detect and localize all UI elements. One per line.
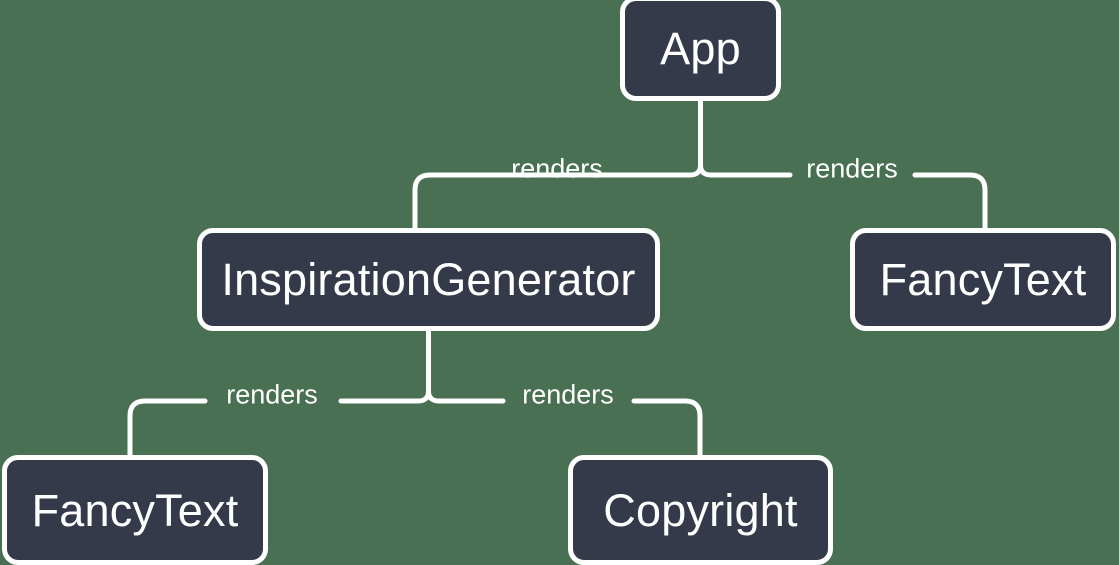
node-app[interactable]: App	[620, 0, 781, 101]
edge-label-app-to-inspiration-generator: renders	[511, 153, 603, 184]
edge-ig-to-fancytext-drop	[127, 398, 208, 458]
edge-label-inspiration-generator-to-copyright: renders	[522, 379, 614, 410]
node-inspiration-generator-label: InspirationGenerator	[221, 254, 636, 305]
edge-label-app-to-fancy-text: renders	[806, 153, 898, 184]
node-fancy-text-right-label: FancyText	[879, 254, 1087, 305]
edge-label-inspiration-generator-to-fancy-text: renders	[226, 379, 318, 410]
node-fancy-text-left-label: FancyText	[31, 484, 239, 536]
edge-ig-to-copyright-left	[426, 388, 506, 404]
node-inspiration-generator[interactable]: InspirationGenerator	[197, 228, 660, 331]
node-fancy-text-left[interactable]: FancyText	[2, 455, 268, 565]
edge-app-to-fancytext-drop	[912, 172, 988, 231]
node-app-label: App	[660, 23, 741, 74]
edge-app-to-fancytext-left	[698, 162, 793, 178]
node-copyright[interactable]: Copyright	[568, 455, 833, 565]
node-copyright-label: Copyright	[603, 484, 798, 536]
edge-ig-to-fancytext-left	[338, 388, 431, 404]
edge-ig-to-copyright-drop	[631, 398, 703, 458]
edge-app-to-inspirationgenerator-drop	[412, 172, 623, 231]
node-fancy-text-right[interactable]: FancyText	[850, 228, 1116, 331]
